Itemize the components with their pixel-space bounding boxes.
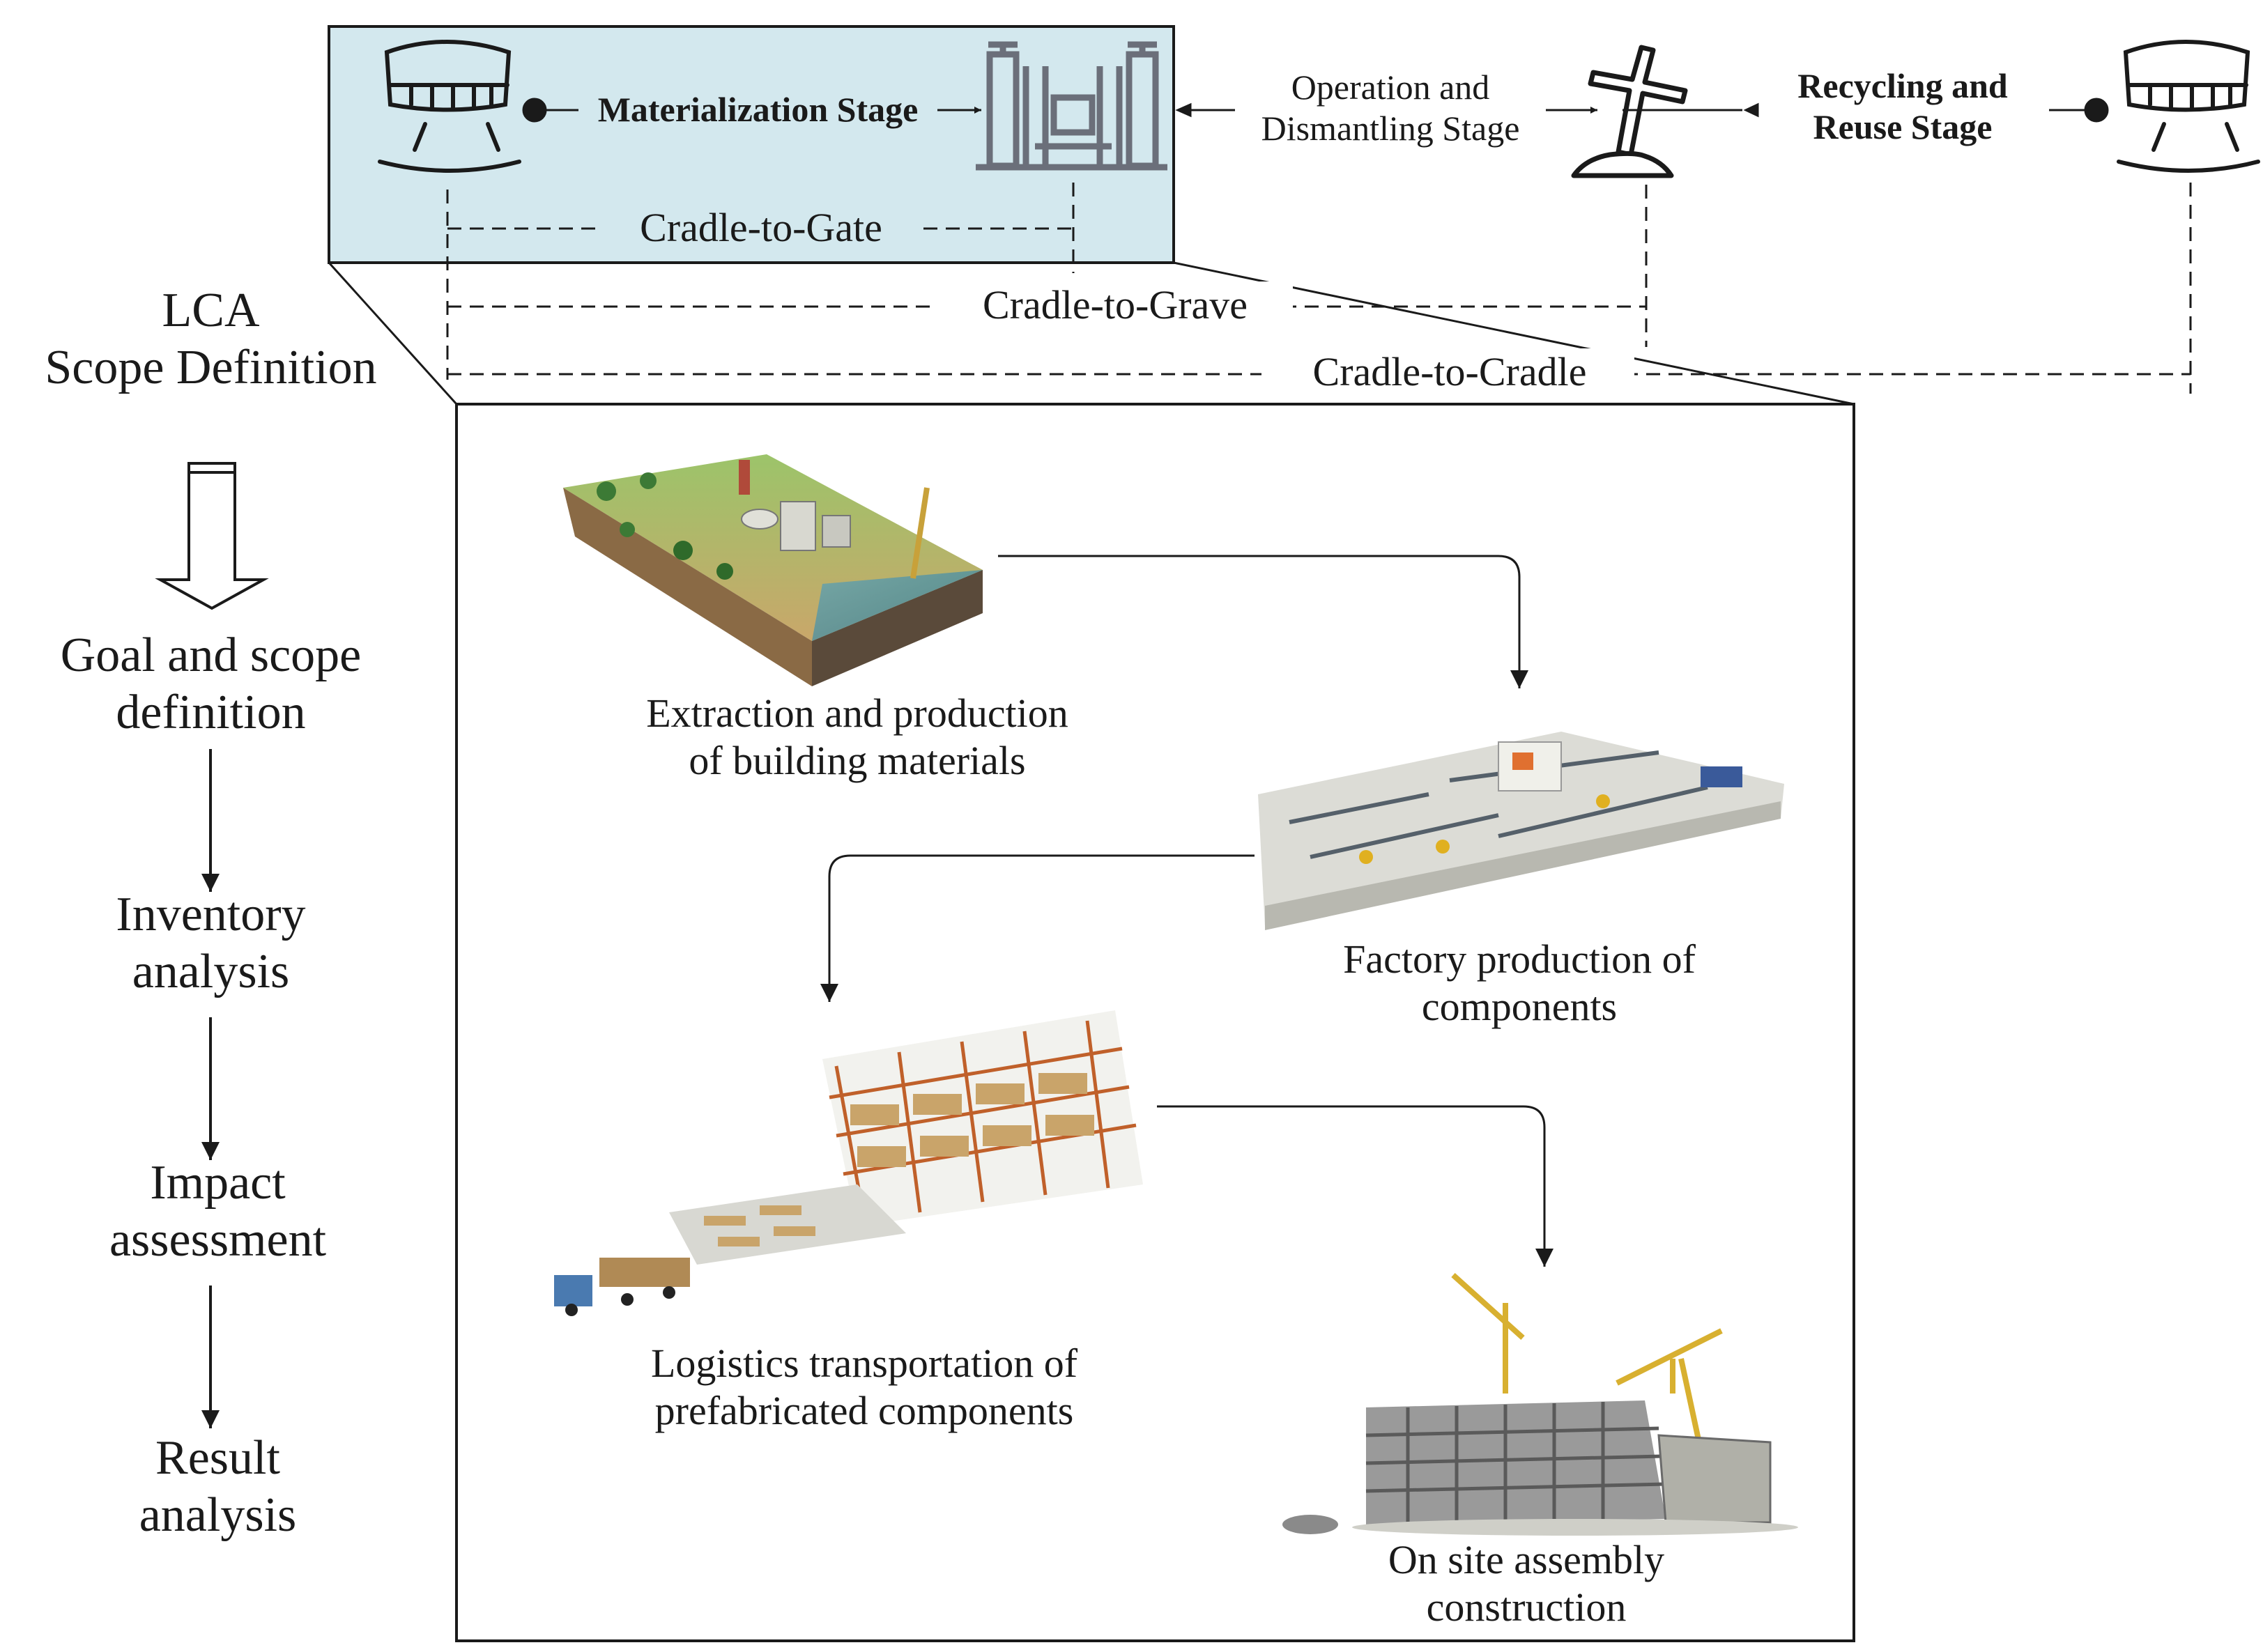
step-goal-scope: Goal and scope definition [60, 628, 362, 739]
process-step-logistics: Logistics transportation of prefabricate… [650, 1341, 1078, 1433]
lca-scope-title: LCA Scope Definition [45, 284, 377, 394]
grave-icon [1571, 45, 1688, 178]
quarry-site-illustration [563, 454, 983, 686]
operation-stage-label: Operation and Dismantling Stage [1261, 68, 1520, 148]
cradle-to-grave-label: Cradle-to-Grave [937, 281, 1293, 329]
cradle-icon [378, 40, 521, 173]
process-step-extraction: Extraction and production of building ma… [646, 690, 1068, 783]
factory-floor-illustration [1258, 732, 1784, 930]
step-result: Result analysis [139, 1431, 297, 1542]
process-step-assembly: On site assembly construction [1388, 1537, 1665, 1630]
process-flow-arrows [820, 555, 1554, 1267]
factory-icon [976, 41, 1167, 171]
side-flow-arrows [155, 462, 269, 610]
materialization-stage-label: Materialization Stage [597, 90, 919, 129]
zoom-line-left [328, 261, 458, 406]
scope-lines [446, 183, 2192, 394]
recycling-stage-label: Recycling and Reuse Stage [1797, 66, 2008, 146]
step-impact: Impact assessment [109, 1156, 327, 1267]
cradle-to-gate-label: Cradle-to-Gate [601, 204, 921, 252]
warehouse-truck-illustration [554, 1010, 1143, 1316]
cradle-to-cradle-label: Cradle-to-Cradle [1265, 348, 1634, 396]
step-inventory: Inventory analysis [116, 888, 306, 998]
cradle-icon [2117, 40, 2260, 173]
construction-cranes-illustration [1282, 1273, 1798, 1536]
stage-connectors [522, 98, 2109, 123]
process-step-factory: Factory production of components [1343, 936, 1696, 1029]
